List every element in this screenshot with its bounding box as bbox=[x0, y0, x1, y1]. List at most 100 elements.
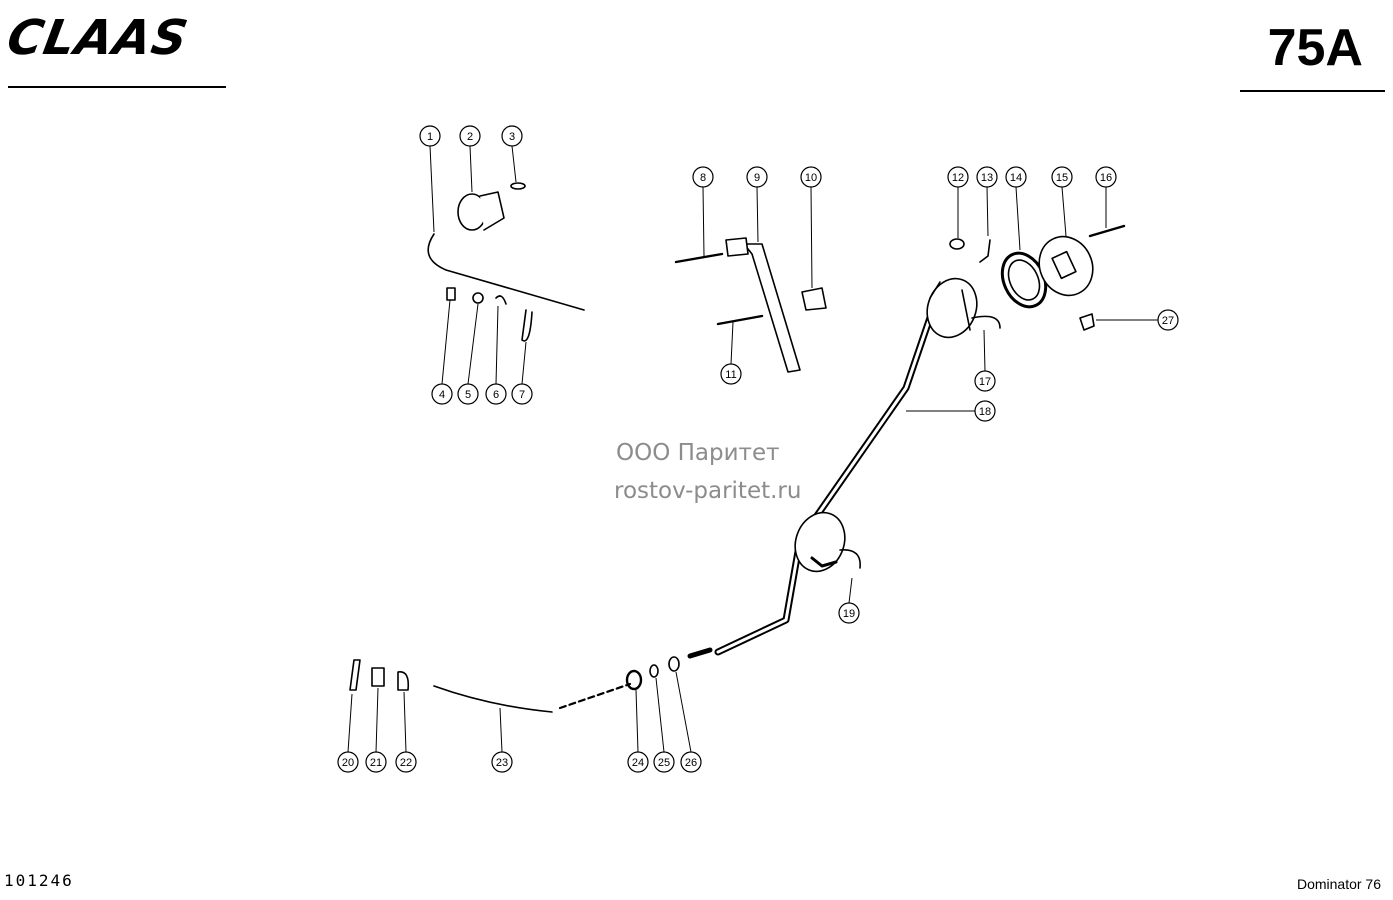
callout-20: 20 bbox=[337, 693, 359, 773]
leader-line bbox=[469, 145, 473, 193]
callout-2: 2 bbox=[459, 125, 481, 193]
callout-label: 16 bbox=[1100, 172, 1112, 184]
callout-1: 1 bbox=[419, 125, 441, 233]
callout-label: 25 bbox=[658, 757, 670, 769]
callout-13: 13 bbox=[976, 166, 998, 237]
callout-15: 15 bbox=[1051, 166, 1073, 237]
callout-circle bbox=[419, 125, 441, 147]
callout-circle bbox=[653, 751, 675, 773]
upper-lamp-wire bbox=[971, 315, 1001, 329]
lamp-lens bbox=[1038, 235, 1094, 297]
callout-label: 20 bbox=[342, 757, 354, 769]
callout-18: 18 bbox=[906, 400, 996, 422]
bracket-lower-bolt bbox=[716, 314, 764, 326]
watermark-company: ООО Паритет bbox=[616, 440, 780, 466]
logo-underline bbox=[8, 86, 226, 88]
warning-bulb bbox=[510, 182, 526, 190]
callout-label: 15 bbox=[1056, 172, 1068, 184]
callout-16: 16 bbox=[1095, 166, 1117, 228]
lower-washer bbox=[649, 664, 659, 678]
upper-lamp-head bbox=[926, 277, 978, 339]
callout-circle bbox=[501, 125, 523, 147]
callout-label: 13 bbox=[981, 172, 993, 184]
callout-label: 19 bbox=[843, 608, 855, 620]
document-number: 101246 bbox=[4, 871, 74, 890]
callout-label: 14 bbox=[1010, 172, 1022, 184]
callout-label: 27 bbox=[1162, 315, 1174, 327]
callout-21: 21 bbox=[365, 687, 387, 773]
clip-6 bbox=[495, 295, 507, 305]
leader-line bbox=[655, 677, 665, 753]
callout-circle bbox=[337, 751, 359, 773]
callout-5: 5 bbox=[457, 303, 479, 405]
callout-8: 8 bbox=[692, 166, 714, 257]
page-number-underline bbox=[1240, 90, 1385, 92]
callout-circle bbox=[511, 383, 533, 405]
callout-11: 11 bbox=[720, 321, 742, 385]
callout-label: 23 bbox=[496, 757, 508, 769]
callout-25: 25 bbox=[653, 677, 675, 773]
page-number: 75A bbox=[1267, 19, 1363, 77]
callout-label: 7 bbox=[519, 389, 525, 401]
callout-label: 4 bbox=[439, 389, 445, 401]
terminal-4 bbox=[446, 287, 456, 301]
lens-bolt bbox=[1088, 224, 1126, 238]
leader-line bbox=[511, 145, 517, 183]
callout-14: 14 bbox=[1005, 166, 1027, 251]
callout-circle bbox=[838, 602, 860, 624]
callout-circle bbox=[947, 166, 969, 188]
leader-line bbox=[441, 299, 451, 385]
lamp-bracket-tube bbox=[714, 296, 940, 656]
callout-label: 26 bbox=[685, 757, 697, 769]
nut-5 bbox=[472, 292, 484, 304]
callout-label: 6 bbox=[493, 389, 499, 401]
leader-line bbox=[1061, 186, 1067, 237]
callout-label: 2 bbox=[467, 131, 473, 143]
cable-terminal-20 bbox=[349, 659, 361, 691]
leader-line bbox=[702, 186, 705, 257]
callout-label: 3 bbox=[509, 131, 515, 143]
bracket-clamp bbox=[801, 287, 827, 311]
callout-label: 11 bbox=[725, 369, 736, 381]
leader-line bbox=[983, 329, 986, 372]
bracket-bolt bbox=[674, 252, 724, 264]
callout-circle bbox=[491, 751, 513, 773]
warning-lamp-cable bbox=[427, 233, 585, 311]
callout-6: 6 bbox=[485, 305, 507, 405]
callout-label: 24 bbox=[632, 757, 644, 769]
callout-circle bbox=[974, 400, 996, 422]
callout-label: 21 bbox=[370, 757, 382, 769]
callout-label: 10 bbox=[805, 172, 817, 184]
callout-24: 24 bbox=[627, 689, 649, 773]
lower-nut bbox=[625, 669, 643, 691]
callout-label: 8 bbox=[700, 172, 706, 184]
leader-line bbox=[730, 321, 734, 365]
cable-connector bbox=[558, 682, 632, 710]
middle-lamp-wire bbox=[839, 549, 861, 569]
callout-circle bbox=[746, 166, 768, 188]
leader-line bbox=[635, 689, 639, 753]
callout-23: 23 bbox=[491, 707, 513, 773]
callout-7: 7 bbox=[511, 341, 533, 405]
callout-circle bbox=[395, 751, 417, 773]
watermark-url: rostov-paritet.ru bbox=[614, 478, 802, 504]
leader-line bbox=[375, 687, 379, 753]
leader-line bbox=[347, 693, 353, 753]
callout-circle bbox=[1157, 309, 1179, 331]
lower-lockwasher bbox=[668, 656, 680, 672]
leader-line bbox=[848, 577, 853, 604]
callout-12: 12 bbox=[947, 166, 969, 238]
leader-line bbox=[1015, 186, 1021, 251]
callout-10: 10 bbox=[800, 166, 822, 289]
callout-label: 22 bbox=[400, 757, 412, 769]
leader-line bbox=[495, 305, 499, 385]
callout-circle bbox=[627, 751, 649, 773]
callout-4: 4 bbox=[431, 299, 453, 405]
callout-circle bbox=[485, 383, 507, 405]
leader-line bbox=[521, 341, 527, 385]
callout-circle bbox=[1005, 166, 1027, 188]
bulb-wire bbox=[979, 239, 991, 263]
callout-9: 9 bbox=[746, 166, 768, 243]
